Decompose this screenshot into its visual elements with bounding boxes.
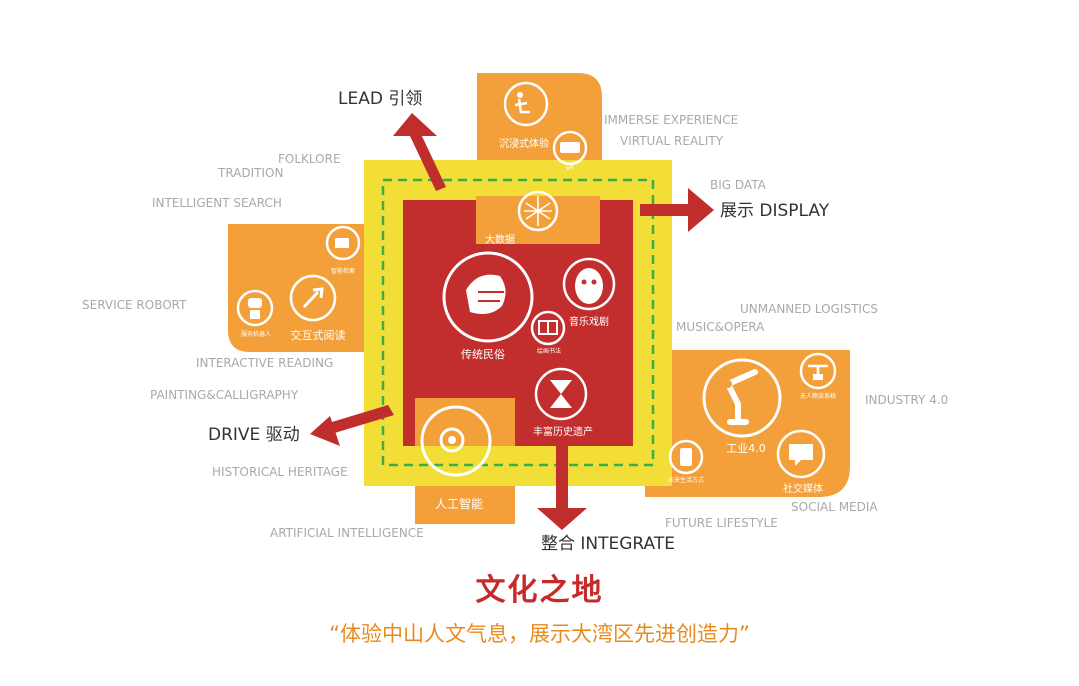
outer-industry: INDUSTRY 4.0 xyxy=(865,393,948,407)
outer-service-robot: SERVICE ROBORT xyxy=(82,298,187,312)
yellow-frame xyxy=(364,160,672,486)
label-social-media: 社交媒体 xyxy=(783,482,823,495)
label-smart-search: 智能检索 xyxy=(331,267,355,275)
label-folk-culture: 传统民俗 xyxy=(461,348,505,361)
label-integrate: 整合 INTEGRATE xyxy=(541,534,675,554)
outer-immerse: IMMERSE EXPERIENCE xyxy=(604,113,738,127)
label-service-robot-small: 服务机器人 xyxy=(241,330,271,338)
label-calligraphy-small: 绘画书法 xyxy=(537,347,561,355)
outer-search: INTELLIGENT SEARCH xyxy=(152,196,282,210)
outer-social: SOCIAL MEDIA xyxy=(791,500,878,514)
service-robot-icon xyxy=(236,289,274,327)
smart-search-icon xyxy=(325,225,361,261)
arrow-integrate xyxy=(537,438,587,530)
outer-big-data: BIG DATA xyxy=(710,178,767,192)
hourglass-icon xyxy=(534,367,588,421)
label-industry: 工业4.0 xyxy=(726,442,766,455)
outer-interactive: INTERACTIVE READING xyxy=(196,356,333,370)
outer-vr: VIRTUAL REALITY xyxy=(620,134,724,148)
label-robot-arm-small: 无人物流系统 xyxy=(800,392,836,400)
outer-future: FUTURE LIFESTYLE xyxy=(665,516,778,530)
immersive-icon xyxy=(503,81,549,127)
outer-tradition: TRADITION xyxy=(217,166,283,180)
outer-logistics: UNMANNED LOGISTICS xyxy=(740,302,878,316)
phone-icon xyxy=(668,439,704,475)
dragon-icon xyxy=(442,251,534,343)
label-heritage: 丰富历史遗产 xyxy=(533,425,593,438)
vr-headset-icon xyxy=(552,130,588,166)
label-vr-small: VR xyxy=(566,165,574,172)
label-big-data: 大数据 xyxy=(485,233,515,246)
outer-folklore: FOLKLORE xyxy=(278,152,341,166)
outer-painting: PAINTING&CALLIGRAPHY xyxy=(150,388,299,402)
big-data-network-icon xyxy=(517,190,559,232)
outer-music: MUSIC&OPERA xyxy=(676,320,765,334)
interactive-reading-icon xyxy=(289,274,337,322)
label-future-life-small: 未来生活方式 xyxy=(668,476,704,484)
outer-artificial: ARTIFICIAL INTELLIGENCE xyxy=(270,526,424,540)
outer-historical: HISTORICAL HERITAGE xyxy=(212,465,348,479)
label-display: 展示 DISPLAY xyxy=(720,201,830,221)
chat-bubble-icon xyxy=(776,429,826,479)
brain-gear-icon xyxy=(420,405,492,477)
book-icon xyxy=(530,310,566,346)
arrow-drive xyxy=(310,405,394,446)
diagram-title: 文化之地 xyxy=(475,573,604,608)
orange-tab-heritage xyxy=(415,398,515,446)
arrow-lead xyxy=(393,113,446,191)
opera-mask-icon xyxy=(562,257,616,311)
label-interactive-reading: 交互式阅读 xyxy=(291,328,346,342)
label-opera: 音乐戏剧 xyxy=(569,315,609,328)
label-drive: DRIVE 驱动 xyxy=(208,425,300,445)
drone-icon xyxy=(799,352,837,390)
robot-arm-icon xyxy=(702,358,782,438)
arrow-display xyxy=(640,188,714,232)
diagram-subtitle: “体验中山人文气息，展示大湾区先进创造力” xyxy=(329,622,750,646)
label-ai: 人工智能 xyxy=(435,496,483,511)
green-dashed-frame xyxy=(381,178,655,467)
label-lead: LEAD 引领 xyxy=(338,89,422,109)
label-immersive: 沉浸式体验 xyxy=(499,137,549,150)
